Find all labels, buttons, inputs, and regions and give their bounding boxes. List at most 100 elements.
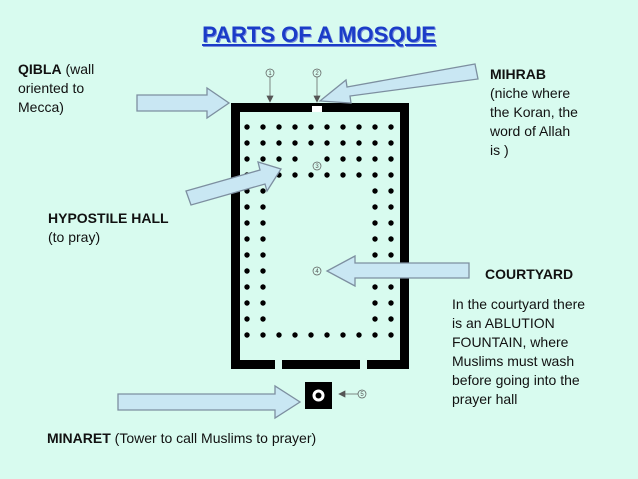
courtyard-desc-6: prayer hall <box>452 391 518 407</box>
hypostile-arrow <box>185 161 283 206</box>
minaret-label: MINARET (Tower to call Muslims to prayer… <box>47 429 316 448</box>
column <box>372 252 378 258</box>
column <box>260 124 266 130</box>
column <box>340 124 346 130</box>
marker-2-text: 2 <box>315 71 319 77</box>
column <box>244 156 250 162</box>
page-title: PARTS OF A MOSQUE <box>202 22 436 47</box>
courtyard-desc-3: FOUNTAIN, where <box>452 334 569 350</box>
minaret-core <box>315 392 322 399</box>
column <box>356 172 362 178</box>
column <box>308 140 314 146</box>
marker-2: 2 <box>312 68 322 103</box>
minaret-tower <box>305 382 332 409</box>
column <box>324 332 330 338</box>
column <box>260 300 266 306</box>
column <box>388 332 394 338</box>
column <box>340 332 346 338</box>
column <box>324 124 330 130</box>
column <box>388 140 394 146</box>
courtyard-heading: COURTYARD <box>485 265 573 284</box>
column <box>388 204 394 210</box>
column <box>356 332 362 338</box>
column <box>388 316 394 322</box>
column <box>260 204 266 210</box>
courtyard-desc-2: is an ABLUTION <box>452 315 555 331</box>
column <box>388 156 394 162</box>
courtyard-desc-1: In the courtyard there <box>452 296 586 312</box>
column <box>260 220 266 226</box>
column <box>292 172 298 178</box>
marker-5: 5 <box>338 389 367 399</box>
qibla-desc-3: Mecca) <box>18 99 64 115</box>
column <box>340 156 346 162</box>
column <box>324 156 330 162</box>
south-wall-middle <box>282 360 360 369</box>
marker-5-text: 5 <box>360 392 364 398</box>
column <box>276 140 282 146</box>
column <box>372 332 378 338</box>
hypostile-name: HYPOSTILE HALL <box>48 210 169 226</box>
column <box>388 252 394 258</box>
west-wall <box>231 103 240 369</box>
column <box>388 236 394 242</box>
mosque-walls <box>231 103 409 369</box>
column <box>340 172 346 178</box>
column <box>244 300 250 306</box>
column <box>244 220 250 226</box>
column <box>372 204 378 210</box>
column <box>276 332 282 338</box>
minaret-arrow <box>117 384 302 420</box>
mihrab-desc-2: the Koran, the <box>490 104 578 120</box>
marker-4-text: 4 <box>315 269 319 275</box>
column <box>388 172 394 178</box>
column <box>260 236 266 242</box>
column <box>372 124 378 130</box>
column <box>308 172 314 178</box>
qibla-label: QIBLA (wall oriented to Mecca) <box>18 60 94 117</box>
column <box>260 268 266 274</box>
mihrab-arrow <box>318 63 479 104</box>
column <box>260 252 266 258</box>
mihrab-desc-3: word of Allah <box>490 123 571 139</box>
column <box>292 332 298 338</box>
column <box>276 124 282 130</box>
column <box>324 172 330 178</box>
column <box>372 316 378 322</box>
mihrab-label: MIHRAB (niche where the Koran, the word … <box>490 65 578 160</box>
minaret-desc: (Tower to call Muslims to prayer) <box>110 430 317 446</box>
mihrab-desc-1: (niche where <box>490 85 571 101</box>
column <box>244 252 250 258</box>
column <box>372 220 378 226</box>
marker-1: 1 <box>265 68 275 103</box>
column <box>388 124 394 130</box>
column <box>292 124 298 130</box>
column <box>372 300 378 306</box>
column <box>244 268 250 274</box>
qibla-arrow <box>136 86 231 120</box>
marker-3-text: 3 <box>315 164 319 170</box>
column <box>308 332 314 338</box>
marker-4: 4 <box>312 266 322 276</box>
qibla-desc-1: (wall <box>61 61 95 77</box>
courtyard-desc-5: before going into the <box>452 372 580 388</box>
column <box>260 156 266 162</box>
column <box>356 156 362 162</box>
column <box>244 204 250 210</box>
marker-3: 3 <box>312 161 322 171</box>
mihrab-niche <box>312 106 322 112</box>
column <box>372 236 378 242</box>
column <box>276 156 282 162</box>
column <box>388 188 394 194</box>
column <box>388 300 394 306</box>
column <box>292 140 298 146</box>
column <box>244 124 250 130</box>
column <box>244 316 250 322</box>
mihrab-name: MIHRAB <box>490 66 546 82</box>
column <box>372 156 378 162</box>
south-wall-right <box>367 360 409 369</box>
column <box>356 140 362 146</box>
column <box>372 172 378 178</box>
column <box>372 284 378 290</box>
